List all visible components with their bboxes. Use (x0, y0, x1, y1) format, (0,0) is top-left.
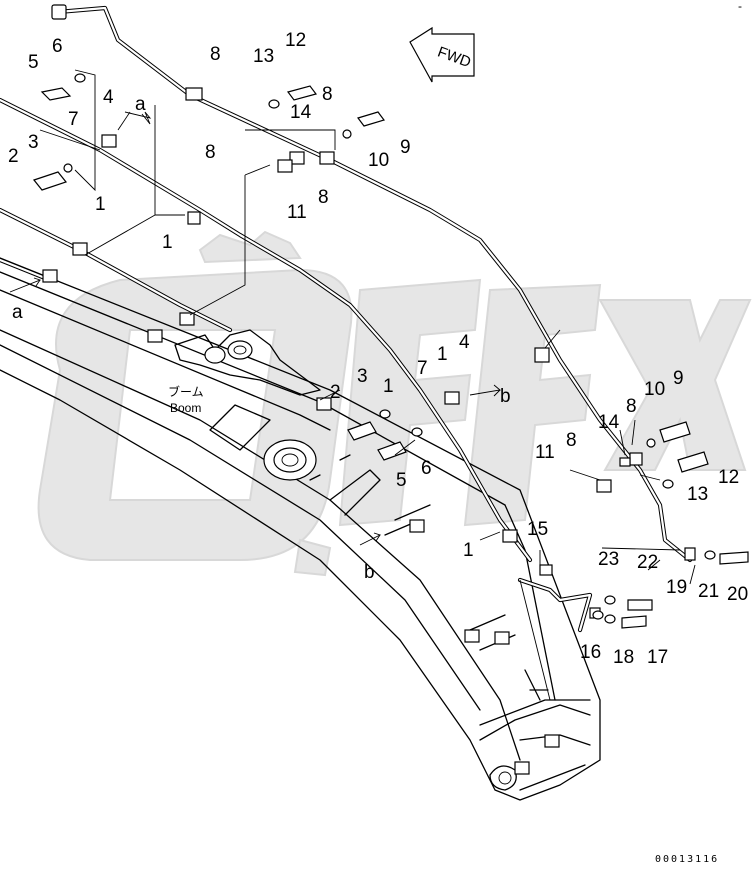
leader-lines (9, 69, 696, 701)
part-label-4: 4 (459, 332, 470, 353)
boom-body (0, 257, 601, 801)
part-label-12: 12 (718, 467, 739, 488)
part-label-4: 4 (103, 87, 114, 108)
part-label-7: 7 (417, 358, 428, 379)
part-label-18: 18 (613, 647, 634, 668)
part-label-3: 3 (357, 366, 368, 387)
corner-mark: - (738, 0, 742, 13)
part-label-20: 20 (727, 584, 748, 605)
part-label-11: 11 (535, 442, 555, 463)
part-label-a: a (135, 94, 146, 115)
part-label-8: 8 (566, 430, 577, 451)
part-label-23: 23 (598, 549, 619, 570)
part-label-1: 1 (95, 194, 106, 215)
part-label-13: 13 (687, 484, 708, 505)
part-label-11: 11 (287, 202, 307, 223)
clamp-parts (32, 73, 749, 775)
part-label-8: 8 (626, 396, 637, 417)
part-label-12: 12 (285, 30, 306, 51)
part-label-a: a (12, 302, 23, 323)
part-label-5: 5 (396, 470, 407, 491)
part-label-15: 15 (527, 519, 548, 540)
fwd-arrow: FWD (409, 26, 475, 83)
part-label-21: 21 (698, 581, 719, 602)
part-label-2: 2 (8, 146, 19, 167)
part-label-6: 6 (421, 458, 432, 479)
part-label-9: 9 (673, 368, 684, 389)
part-label-16: 16 (580, 642, 601, 663)
part-label-1: 1 (383, 376, 394, 397)
part-label-3: 3 (28, 132, 39, 153)
boom-label-jp: ブーム (168, 384, 204, 399)
part-label-13: 13 (253, 46, 274, 67)
part-label-8: 8 (205, 142, 216, 163)
part-label-8: 8 (210, 44, 221, 65)
watermark-logo (37, 230, 752, 577)
part-label-10: 10 (644, 379, 665, 400)
part-label-8: 8 (318, 187, 329, 208)
boom-label-en: Boom (170, 401, 201, 415)
part-label-14: 14 (598, 412, 620, 433)
part-label-1: 1 (162, 232, 173, 253)
part-label-17: 17 (647, 647, 668, 668)
part-label-7: 7 (68, 109, 79, 130)
part-label-9: 9 (400, 137, 411, 158)
part-label-10: 10 (368, 150, 389, 171)
part-label-5: 5 (28, 52, 39, 73)
upper-pipe-assembly (0, 4, 693, 633)
drawing-code: 00013116 (655, 854, 719, 865)
part-label-22: 22 (637, 552, 658, 573)
part-label-14: 14 (290, 102, 312, 123)
part-label-1: 1 (437, 344, 448, 365)
part-label-b: b (364, 562, 375, 583)
part-label-1: 1 (463, 540, 474, 561)
part-label-6: 6 (52, 36, 63, 57)
part-label-8: 8 (322, 84, 333, 105)
part-label-19: 19 (666, 577, 687, 598)
part-label-b: b (500, 386, 511, 407)
part-label-2: 2 (330, 382, 341, 403)
